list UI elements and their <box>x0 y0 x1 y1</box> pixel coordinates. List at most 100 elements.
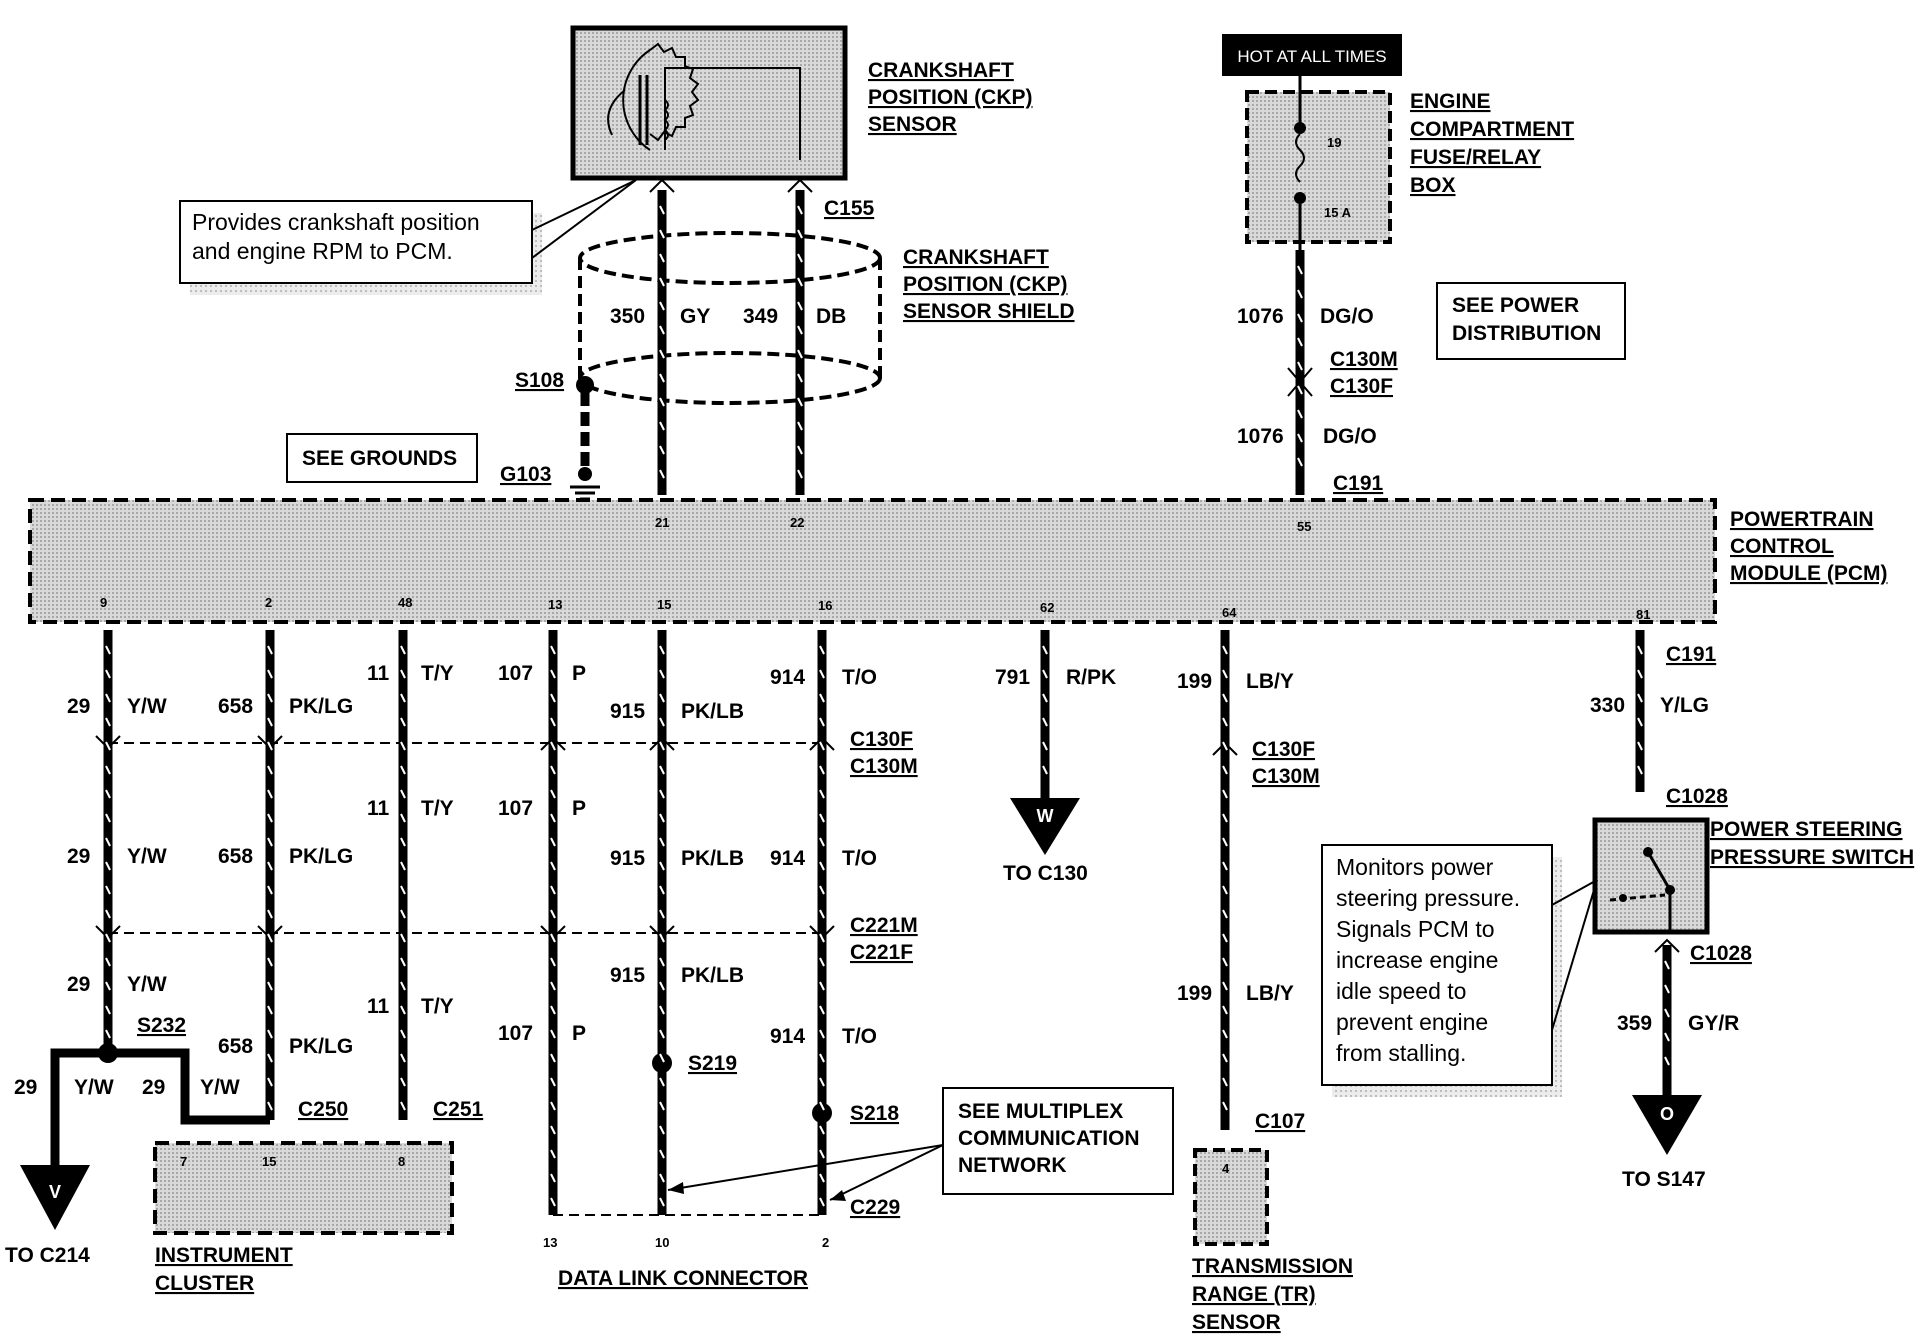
wire-tick <box>550 933 556 943</box>
s108-splice <box>576 376 594 394</box>
svg-text:SEE MULTIPLEX: SEE MULTIPLEX <box>958 1100 1123 1123</box>
svg-text:21: 21 <box>655 515 669 530</box>
wire-tick <box>400 1053 406 1063</box>
svg-text:15: 15 <box>262 1154 276 1169</box>
svg-text:T/O: T/O <box>842 666 877 689</box>
wire-tick <box>400 693 406 703</box>
svg-text:107: 107 <box>498 1022 533 1045</box>
wire-tick <box>819 813 825 823</box>
wire-tick <box>550 981 556 991</box>
wire-tick <box>267 693 273 703</box>
wire-tick <box>819 1005 825 1015</box>
svg-text:V: V <box>49 1182 61 1202</box>
svg-text:7: 7 <box>180 1154 187 1169</box>
wire-tick <box>550 1005 556 1015</box>
c221f-label: C221F <box>850 941 913 964</box>
see-power-box: SEE POWER DISTRIBUTION <box>1436 282 1626 360</box>
c229-label: C229 <box>850 1196 900 1219</box>
svg-text:COMMUNICATION: COMMUNICATION <box>958 1127 1140 1150</box>
wire-tick <box>1664 1032 1670 1042</box>
wire-tick <box>550 1197 556 1207</box>
c251-label: C251 <box>433 1098 484 1121</box>
svg-text:steering pressure.: steering pressure. <box>1336 885 1520 911</box>
wire-tick <box>400 813 406 823</box>
wire-tick <box>797 445 803 455</box>
wire-tick <box>1222 789 1228 799</box>
wire-tick <box>819 1173 825 1183</box>
color-dgo-upper: DG/O <box>1320 305 1374 328</box>
s219-label: S219 <box>688 1052 737 1075</box>
wire-tick <box>105 981 111 991</box>
wire-tick <box>819 981 825 991</box>
connector-chevrons <box>95 735 1238 940</box>
svg-text:Monitors power: Monitors power <box>1336 854 1494 880</box>
color-dgo-lower: DG/O <box>1323 425 1377 448</box>
wire-tick <box>400 1029 406 1039</box>
wire-tick <box>797 253 803 263</box>
wire-tick <box>819 765 825 775</box>
wire-tick <box>267 981 273 991</box>
wire-tick <box>267 717 273 727</box>
svg-text:914: 914 <box>770 666 805 689</box>
ps-note: Monitors power steering pressure. Signal… <box>1321 844 1598 1097</box>
circuit-1076-upper: 1076 <box>1237 305 1284 328</box>
color-gy: GY <box>680 305 710 328</box>
wire-tick <box>659 909 665 919</box>
svg-text:LB/Y: LB/Y <box>1246 670 1294 693</box>
wire-tick <box>819 933 825 943</box>
wire-tick <box>659 325 665 335</box>
wire-tick <box>1222 837 1228 847</box>
svg-text:MODULE (PCM): MODULE (PCM) <box>1730 562 1887 585</box>
wire-tick <box>550 669 556 679</box>
wire-tick <box>400 933 406 943</box>
svg-text:SEE POWER: SEE POWER <box>1452 294 1579 317</box>
wire-tick <box>659 645 665 655</box>
svg-text:22: 22 <box>790 515 804 530</box>
svg-text:prevent engine: prevent engine <box>1336 1009 1488 1035</box>
wire-tick <box>1222 957 1228 967</box>
svg-text:POSITION (CKP): POSITION (CKP) <box>903 273 1068 296</box>
wire-tick <box>659 469 665 479</box>
wire-tick <box>659 1173 665 1183</box>
wire-tick <box>797 205 803 215</box>
see-grounds-box: SEE GROUNDS <box>286 433 478 483</box>
wire-tick <box>550 693 556 703</box>
svg-text:HOT AT ALL TIMES: HOT AT ALL TIMES <box>1237 47 1386 66</box>
c221m-label: C221M <box>850 914 918 937</box>
svg-text:915: 915 <box>610 847 645 870</box>
wire-tick <box>659 1029 665 1039</box>
arrow-w: W <box>1010 798 1080 855</box>
s219-splice <box>652 1053 672 1073</box>
wire-tick <box>400 861 406 871</box>
wire-tick <box>105 933 111 943</box>
color-db: DB <box>816 305 846 328</box>
svg-text:29: 29 <box>67 845 90 868</box>
wire-tick <box>659 1125 665 1135</box>
svg-text:P: P <box>572 1022 586 1045</box>
wire-tick <box>659 1005 665 1015</box>
svg-text:COMPARTMENT: COMPARTMENT <box>1410 118 1574 141</box>
svg-text:W: W <box>1037 806 1054 826</box>
circuit-359: 359 <box>1617 1012 1652 1035</box>
svg-text:11: 11 <box>367 662 390 685</box>
wire-tick <box>550 645 556 655</box>
wire-tick <box>400 981 406 991</box>
svg-text:13: 13 <box>548 597 562 612</box>
svg-text:SENSOR: SENSOR <box>868 113 957 136</box>
wire-tick <box>105 861 111 871</box>
svg-text:914: 914 <box>770 847 805 870</box>
wire-tick <box>105 1029 111 1039</box>
wire-tick <box>105 813 111 823</box>
svg-text:10: 10 <box>655 1235 669 1250</box>
c191-label-bottom: C191 <box>1666 643 1717 666</box>
wire-tick <box>105 645 111 655</box>
wire-tick <box>1664 1008 1670 1018</box>
wire-tick <box>550 1173 556 1183</box>
svg-text:Y/W: Y/W <box>127 845 167 868</box>
wire-tick <box>1637 741 1643 751</box>
wire-tick <box>267 789 273 799</box>
wire-tick <box>267 669 273 679</box>
pcm-module <box>28 498 1717 624</box>
row1-labels: 29 Y/W 658 PK/LG 11 T/Y 107 P 915 PK/LB … <box>67 662 1709 723</box>
